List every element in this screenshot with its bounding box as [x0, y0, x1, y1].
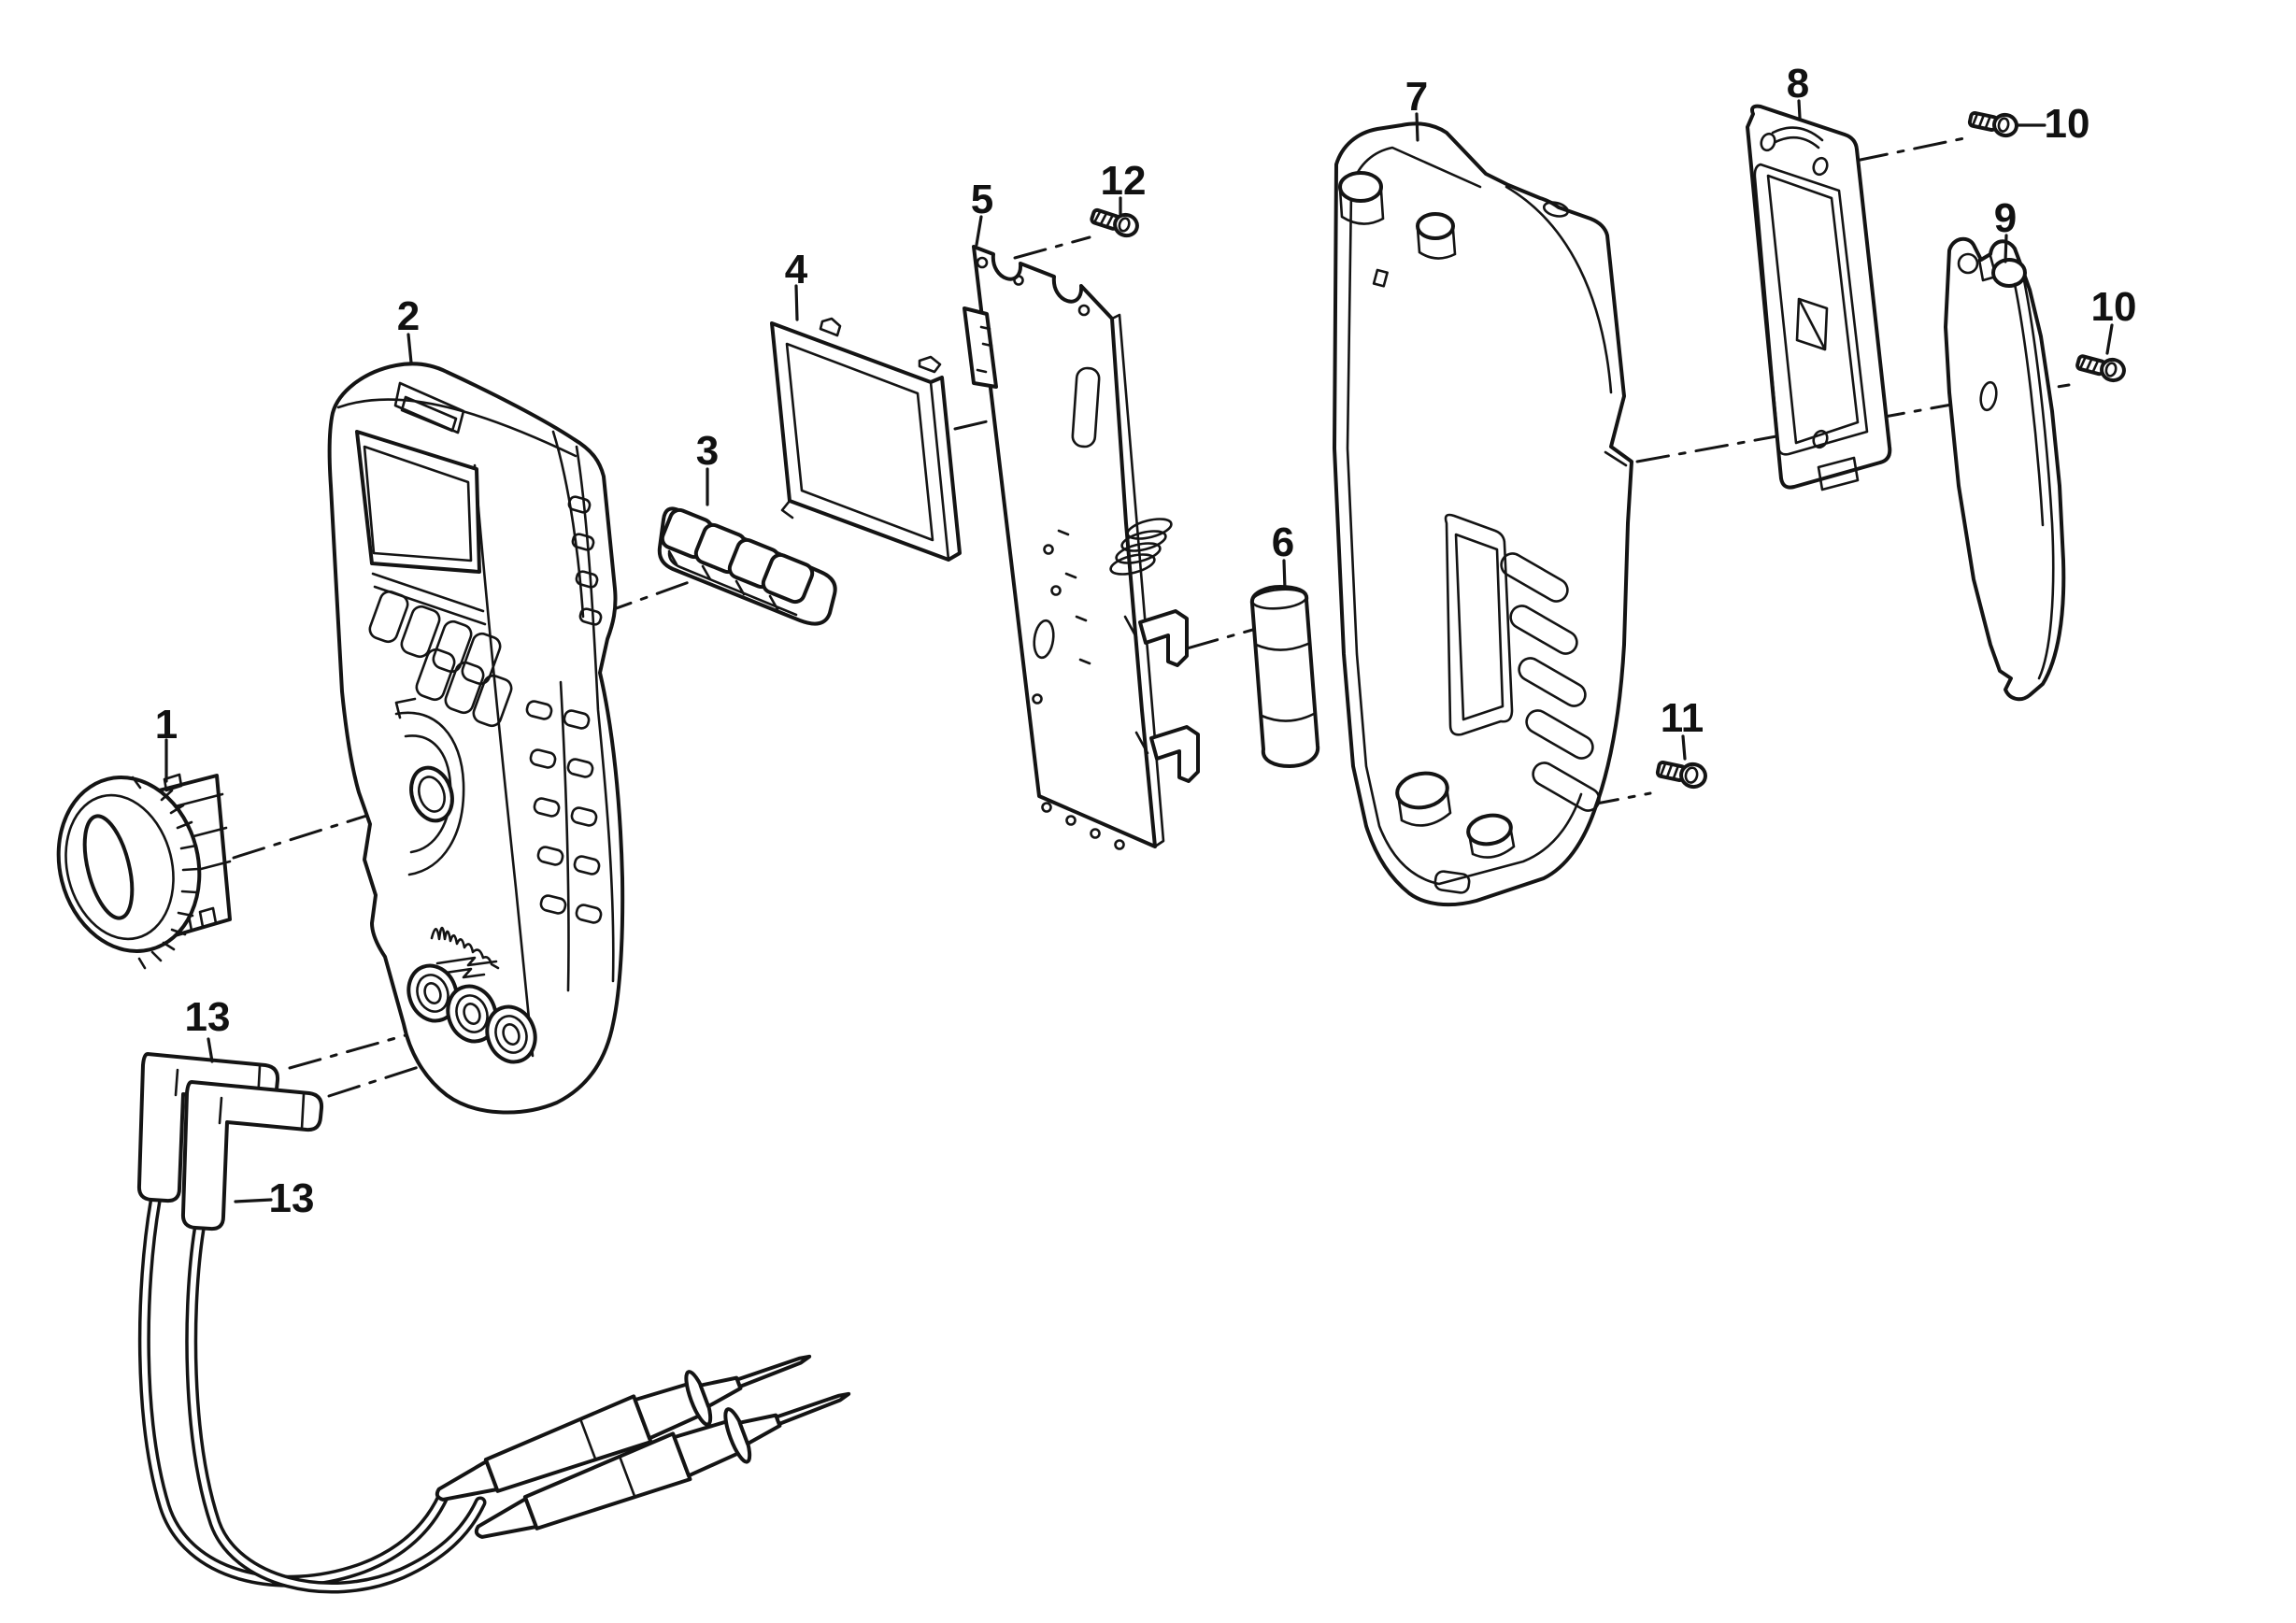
screw-11 — [1655, 760, 1707, 790]
button-holes — [368, 590, 513, 728]
part-label-1: 1 — [155, 702, 178, 747]
part-label-11: 11 — [1661, 695, 1704, 741]
part-7-rear-housing — [1333, 121, 1633, 907]
battery-well — [1444, 513, 1514, 736]
part-13-probe-b — [474, 1391, 851, 1539]
part-5-circuit-board — [963, 245, 1200, 850]
face-side-split — [473, 445, 615, 1058]
part-6-fuse — [1249, 585, 1320, 768]
board-slot — [1071, 366, 1101, 448]
part-label-12: 12 — [1101, 158, 1147, 204]
board-holes — [1013, 275, 1125, 850]
lead-cables — [137, 1195, 487, 1594]
hang-slot — [393, 381, 465, 434]
stand-screw-hole — [1979, 380, 1998, 412]
part-2-front-housing — [327, 362, 625, 1115]
lcd-clips — [780, 317, 942, 520]
lcd-window — [355, 430, 481, 574]
part-3-button-pad — [657, 506, 837, 626]
spring — [1109, 518, 1173, 576]
rear-grip-ribs — [1500, 552, 1601, 812]
lcd-glass — [785, 342, 934, 542]
milwaukee-logo-scribble-icon — [430, 926, 500, 979]
part-label-6: 6 — [1272, 520, 1294, 565]
part-8-battery-door — [1746, 104, 1892, 491]
label-leader-lines — [164, 99, 2114, 1203]
part-label-10a: 10 — [2045, 101, 2090, 147]
screw-10a — [1967, 110, 2018, 138]
side-grip-ribs — [525, 495, 603, 992]
dial-boss — [394, 697, 465, 876]
axis-fuse-to-clip — [1185, 627, 1258, 650]
screw-bosses-bottom — [1395, 771, 1516, 859]
part-1-rotary-dial — [56, 776, 202, 970]
part-label-13a: 13 — [185, 994, 231, 1040]
fuse-clips — [1123, 609, 1200, 783]
part-13-probe-a — [435, 1354, 812, 1502]
screw-bosses-top — [1338, 171, 1457, 260]
part-13-plug-b — [180, 1080, 324, 1231]
part-label-3: 3 — [696, 428, 719, 474]
axis-dial-to-housing — [232, 798, 419, 860]
part-number-labels: 1 2 3 4 5 6 7 8 9 10 10 11 12 13 13 — [155, 61, 2137, 1221]
input-jacks — [406, 963, 537, 1064]
board-oval-hole — [1033, 619, 1055, 660]
screw-10b — [2075, 354, 2126, 383]
part-label-4: 4 — [785, 247, 808, 292]
part-label-2: 2 — [397, 293, 420, 339]
part-label-13b: 13 — [269, 1175, 315, 1221]
door-thumb-notch — [1771, 126, 1824, 149]
part-4-lcd-module — [770, 317, 962, 562]
door-latch-window — [1795, 297, 1829, 351]
part-label-8: 8 — [1787, 61, 1809, 107]
button-caps — [660, 507, 815, 611]
part-label-7: 7 — [1405, 74, 1428, 120]
housing-top-ridge — [336, 398, 585, 619]
part-9-tilt-stand — [1944, 236, 2066, 702]
part-label-5: 5 — [971, 177, 993, 222]
dial-knurl-ticks — [131, 776, 200, 970]
part-label-10b: 10 — [2091, 284, 2137, 330]
axis-screw12-to-board — [1013, 235, 1091, 260]
screw-12 — [1090, 207, 1139, 238]
axis-screw10a-to-door — [1854, 136, 1966, 163]
part-label-9: 9 — [1994, 195, 2017, 241]
